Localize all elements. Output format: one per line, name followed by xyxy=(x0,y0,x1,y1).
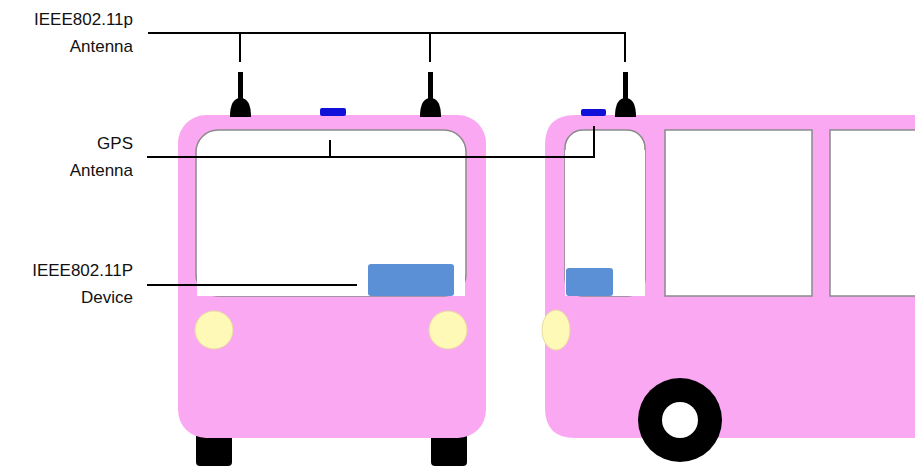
antenna-mast xyxy=(238,72,243,102)
wheel xyxy=(638,378,722,462)
headlight xyxy=(542,310,570,350)
leader-line xyxy=(148,33,626,62)
device-box xyxy=(566,268,613,296)
bus-front-view xyxy=(178,72,486,466)
bus-body xyxy=(178,115,486,438)
antenna-base xyxy=(615,98,636,117)
callout-label: IEEE802.11P Device xyxy=(15,257,133,311)
wheel-hub xyxy=(662,402,698,438)
antenna-base xyxy=(420,98,441,117)
callout-label: IEEE802.11p Antenna xyxy=(13,6,133,60)
gps-antenna xyxy=(320,108,346,116)
bus-window xyxy=(830,130,915,296)
leader-line xyxy=(147,284,357,286)
bus-side-view xyxy=(542,72,915,462)
bus-window xyxy=(565,130,645,296)
bus-window xyxy=(197,260,465,296)
bus-window xyxy=(665,130,812,296)
leader-lines xyxy=(147,33,626,285)
headlight xyxy=(195,311,233,349)
bus-window xyxy=(565,150,645,296)
antenna-mast xyxy=(623,72,628,102)
bus-body xyxy=(545,115,915,438)
leader-line xyxy=(147,126,595,157)
headlight xyxy=(429,311,467,349)
gps-antenna xyxy=(581,109,606,116)
antenna-mast xyxy=(428,72,433,102)
antenna-base xyxy=(230,98,251,117)
callout-label: GPS Antenna xyxy=(63,130,133,184)
device-box xyxy=(368,264,454,296)
